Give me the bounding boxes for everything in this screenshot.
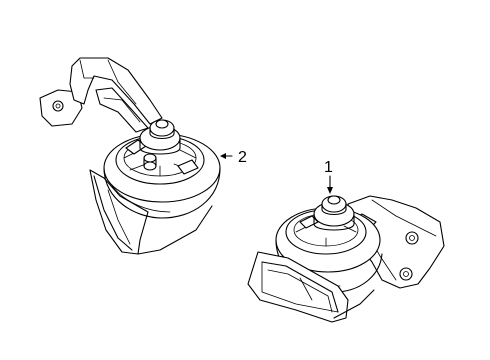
center-nut-1 (313, 195, 355, 231)
leader-arrow-2 (220, 153, 233, 159)
center-nut-2 (139, 119, 181, 155)
callout-2: 2 (238, 149, 247, 166)
callout-1: 1 (324, 159, 333, 176)
horn-trumpet-1 (247, 251, 375, 323)
horn-trumpet-2 (89, 169, 213, 255)
mounting-bracket-2 (39, 57, 163, 133)
horn-body-2 (103, 133, 221, 219)
leader-arrow-1 (327, 175, 333, 194)
horn-assembly-2: 2 (39, 57, 247, 255)
horn-assembly-1: 1 (247, 159, 445, 323)
